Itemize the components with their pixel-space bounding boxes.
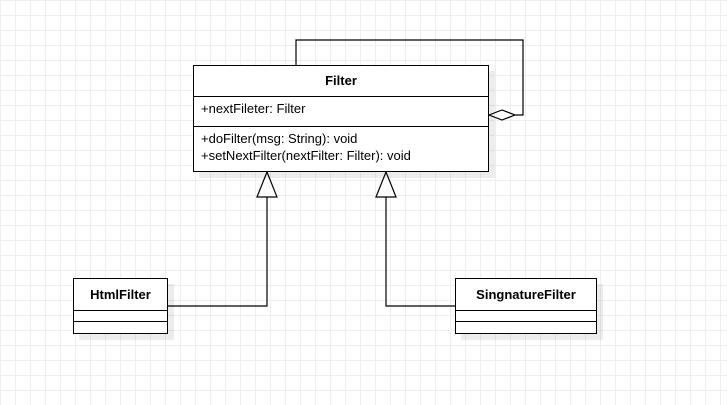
class-htmlfilter[interactable]: HtmlFilter [73, 278, 168, 334]
operation-do-filter: +doFilter(msg: String): void [201, 131, 358, 146]
class-name-singnaturefilter: SingnatureFilter [456, 279, 596, 311]
generalization-arrowhead [256, 170, 278, 198]
aggregation-diamond [487, 109, 517, 121]
attributes-compartment [74, 311, 167, 322]
operation-set-next-filter: +setNextFilter(nextFilter: Filter): void [201, 148, 411, 163]
generalization-edge-htmlfilter[interactable] [168, 170, 278, 307]
attributes-compartment [456, 311, 596, 322]
class-name-filter: Filter [194, 66, 488, 97]
attribute-next-fileter: +nextFileter: Filter [201, 101, 306, 116]
operations-compartment: +doFilter(msg: String): void +setNextFil… [194, 127, 488, 171]
class-name-htmlfilter: HtmlFilter [74, 279, 167, 311]
class-singnaturefilter[interactable]: SingnatureFilter [455, 278, 597, 334]
generalization-edge-signaturefilter[interactable] [375, 170, 455, 307]
class-filter[interactable]: Filter +nextFileter: Filter +doFilter(ms… [193, 65, 489, 172]
generalization-arrowhead [375, 170, 397, 198]
operations-compartment [74, 322, 167, 333]
attributes-compartment: +nextFileter: Filter [194, 97, 488, 127]
operations-compartment [456, 322, 596, 333]
aggregation-edge-filter-self[interactable] [295, 39, 524, 121]
